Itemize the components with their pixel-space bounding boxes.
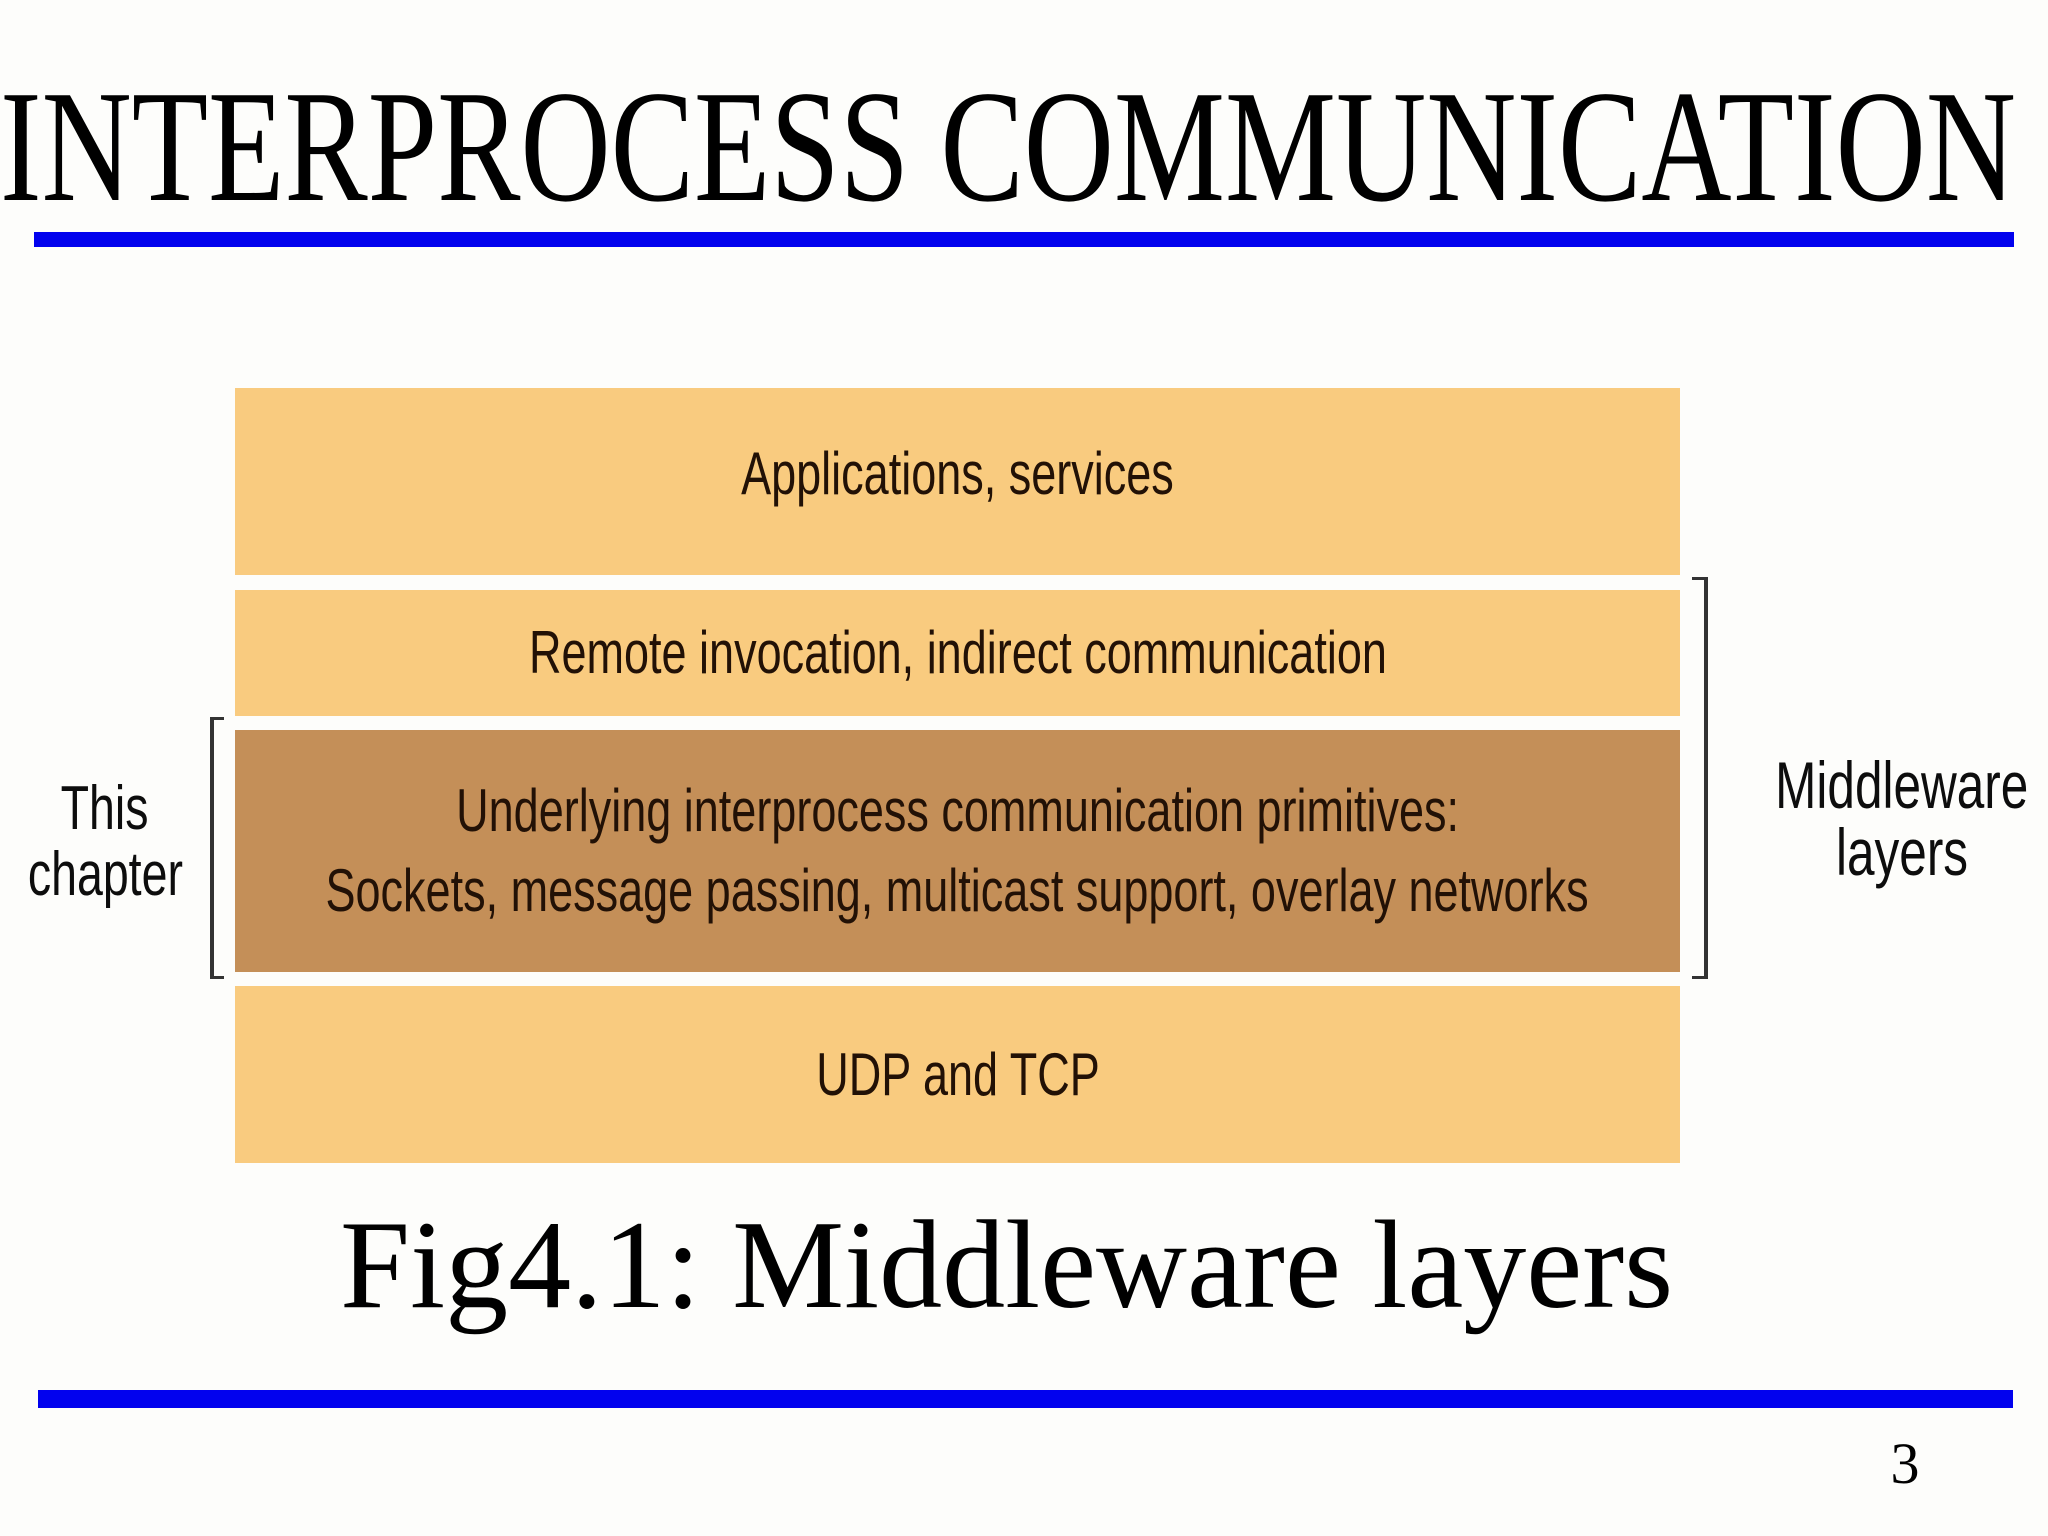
this-chapter-line2: chapter [27, 840, 183, 909]
layer-label: UDP and TCP [815, 1040, 1100, 1108]
middleware-layers-line2: layers [1835, 815, 1969, 889]
right-bracket [1692, 577, 1708, 979]
page-number: 3 [1890, 1431, 1920, 1496]
layer-udp-tcp: UDP and TCP [235, 986, 1680, 1163]
footer-rule [38, 1390, 2013, 1408]
layer-ipc-primitives: Underlying interprocess communication pr… [235, 730, 1680, 972]
slide-title-area: INTERPROCESS COMMUNICATION [0, 57, 2016, 230]
layer-label: Remote invocation, indirect communicatio… [528, 619, 1387, 686]
this-chapter-label: This chapter [0, 776, 255, 908]
layer-remote-invocation: Remote invocation, indirect communicatio… [235, 590, 1680, 716]
middleware-layers-label: Middleware layers [1722, 752, 2048, 886]
slide-title: INTERPROCESS COMMUNICATION [0, 57, 2016, 230]
left-bracket [210, 717, 224, 979]
figure-caption: Fig4.1: Middleware layers [340, 1196, 1674, 1335]
middleware-layers-line1: Middleware [1775, 748, 2029, 822]
layer-applications: Applications, services [235, 388, 1680, 575]
layer-label-line1: Underlying interprocess communication pr… [456, 777, 1459, 844]
this-chapter-line1: This [61, 774, 149, 843]
title-underline-rule [34, 232, 2014, 247]
layer-label-line2: Sockets, message passing, multicast supp… [325, 857, 1590, 924]
layer-label: Applications, services [741, 439, 1174, 507]
